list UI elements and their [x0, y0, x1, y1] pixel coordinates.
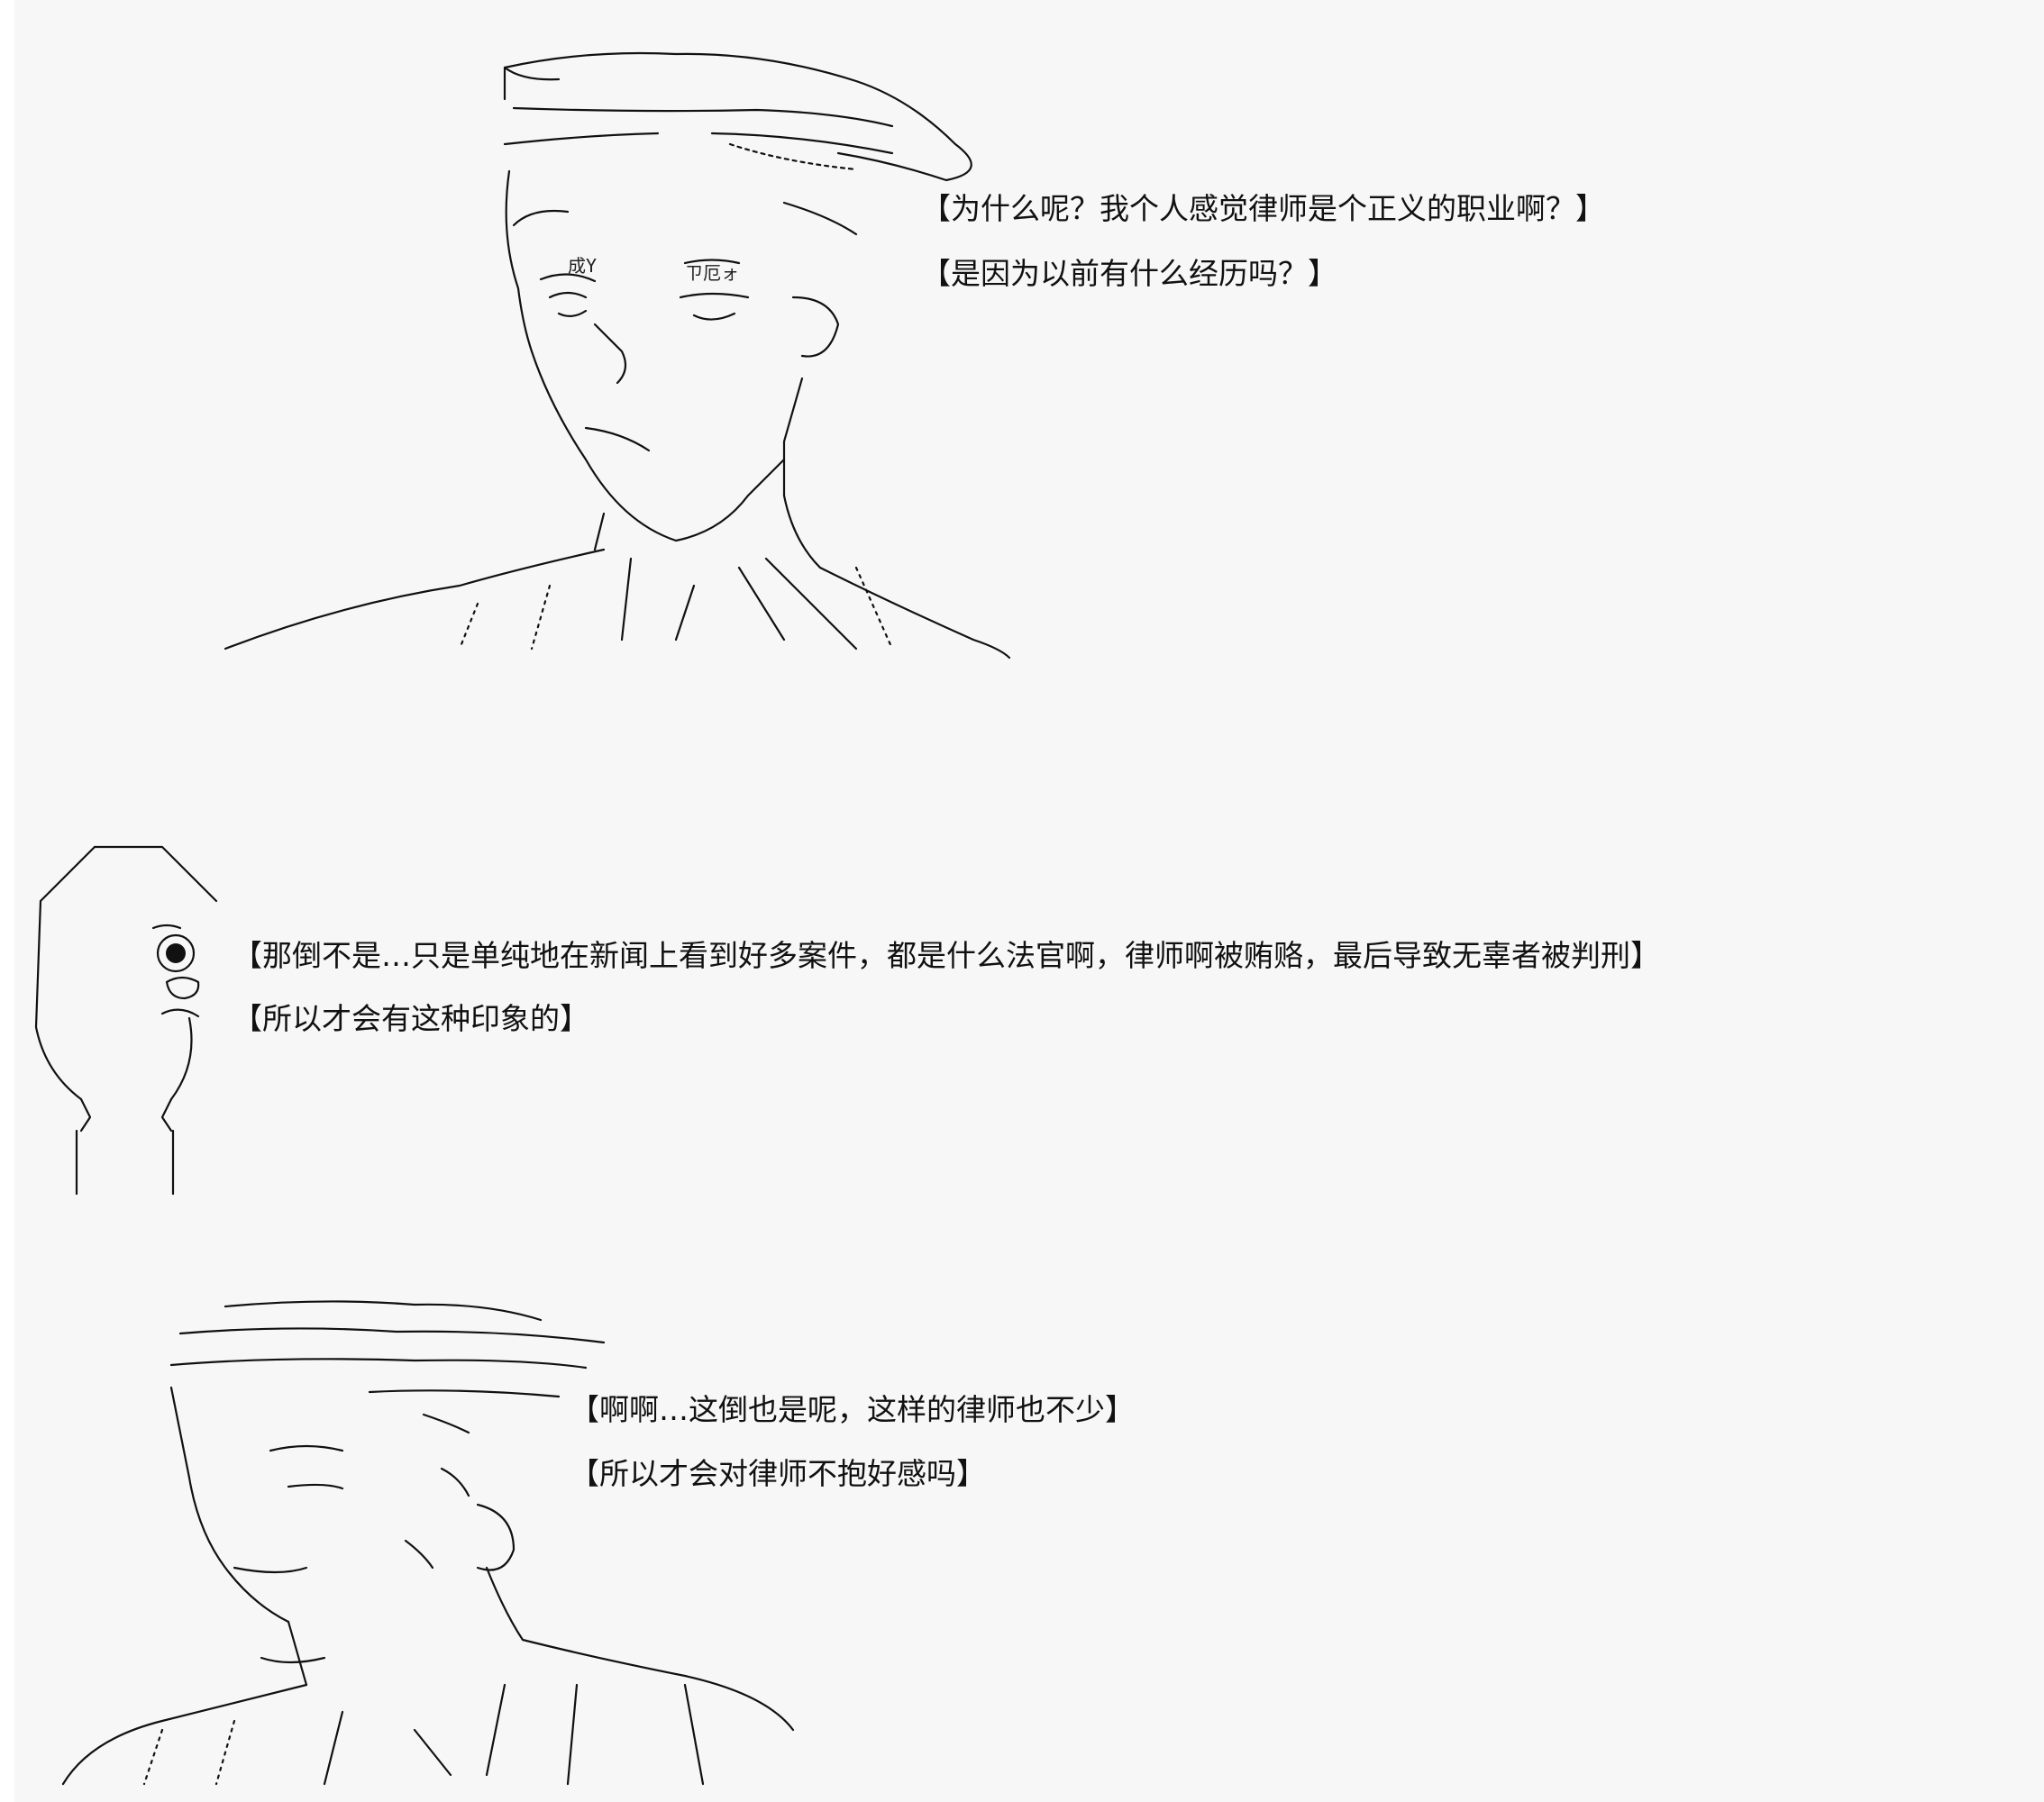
dialogue-3-line-2: 【所以才会对律师不抱好感吗】: [570, 1456, 986, 1491]
round-head-drawing: [34, 845, 218, 1196]
cap-man-drawing: 成Y ㄗ厄ォ: [224, 51, 1011, 660]
left-margin-strip: [0, 0, 14, 1802]
ascii-art-figure-hair-man: [54, 1297, 820, 1802]
cap-man-glyph-name: 成Y: [568, 255, 597, 277]
dialogue-2-line-1: 【那倒不是…只是单纯地在新闻上看到好多案件，都是什么法官啊，律师啊被贿赂，最后导…: [233, 938, 1660, 973]
dialogue-1-line-2: 【是因为以前有什么经历吗？】: [921, 256, 1337, 291]
hair-man-drawing: [61, 1300, 795, 1786]
dialogue-1-line-1: 【为什么呢？我个人感觉律师是个正义的职业啊？】: [921, 191, 1605, 226]
dialogue-2-line-2: 【所以才会有这种印象的】: [233, 1001, 589, 1036]
ascii-art-figure-cap-man: 成Y ㄗ厄ォ: [207, 27, 1018, 660]
cap-man-glyph-mark: ㄗ厄ォ: [685, 262, 739, 284]
ascii-art-figure-round-head: [9, 838, 243, 1198]
dialogue-3-line-1: 【啊啊…这倒也是呢，这样的律师也不少】: [570, 1392, 1135, 1427]
